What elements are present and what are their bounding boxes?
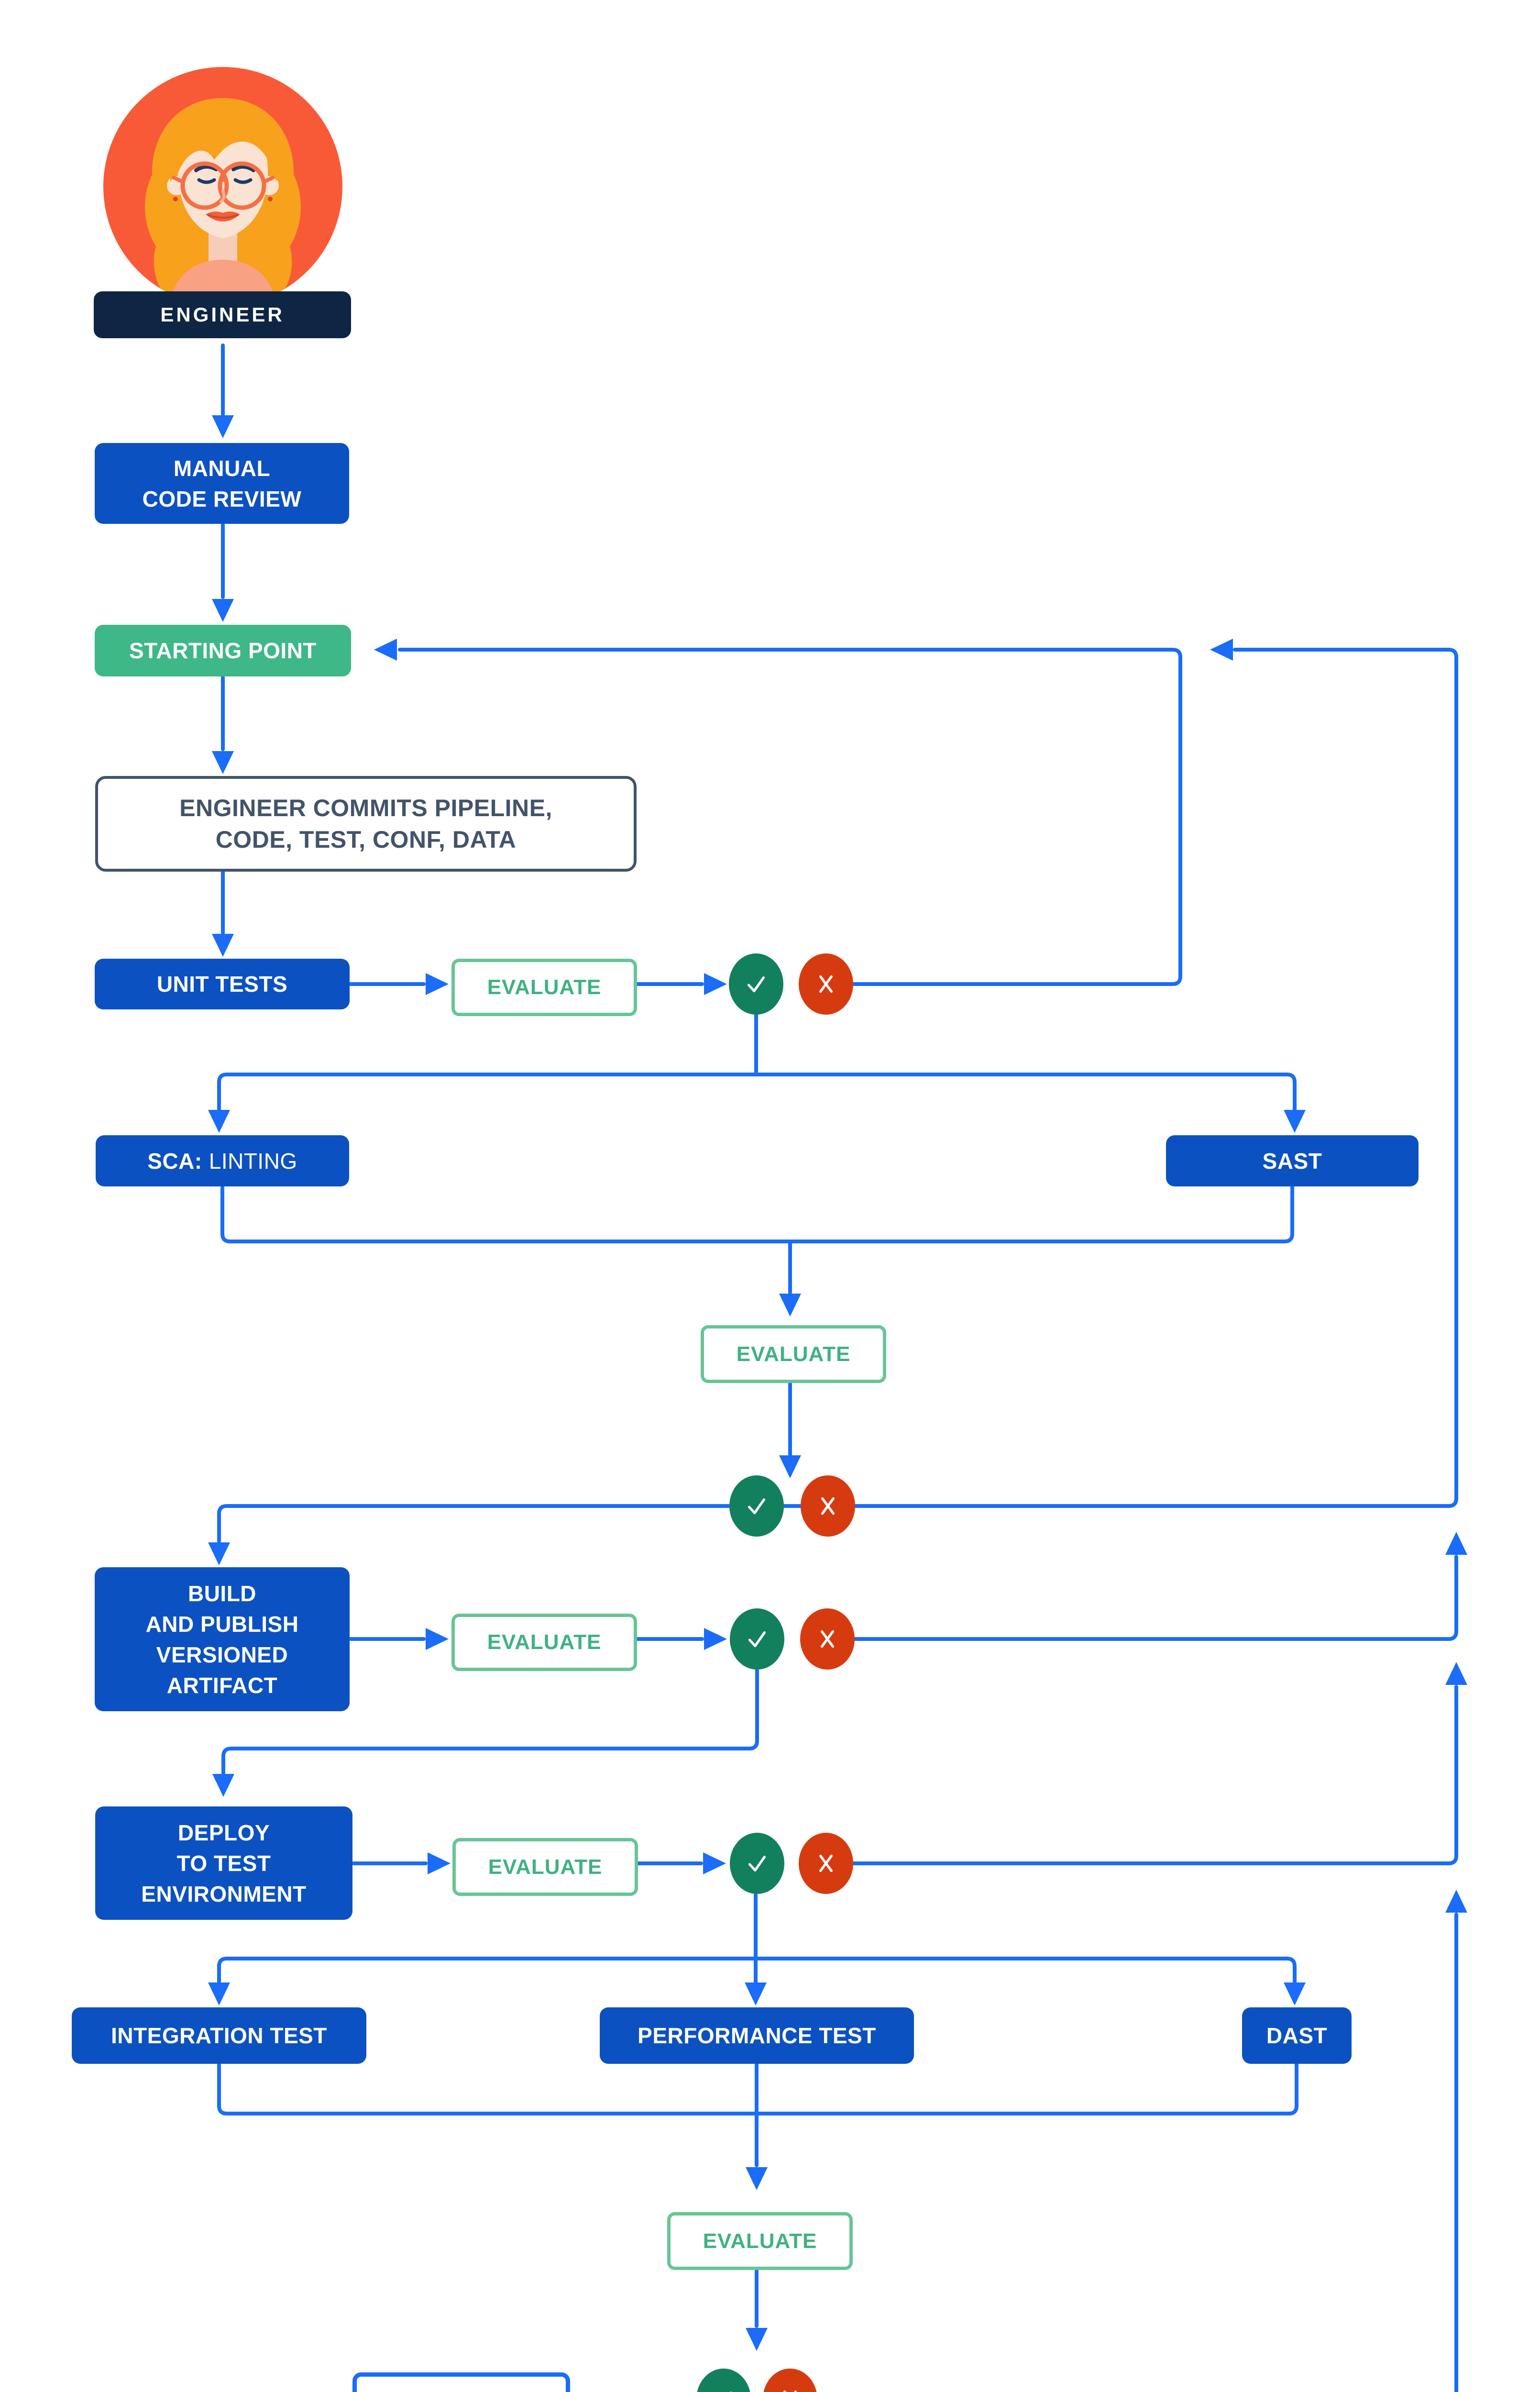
- arrowhead: [745, 1982, 767, 2005]
- check-icon: [748, 1855, 766, 1872]
- fail-indicator-unit: [799, 953, 853, 1015]
- node-performance-test: PERFORMANCE TEST: [600, 2007, 914, 2064]
- x-icon: [819, 975, 833, 993]
- x-icon: [821, 1497, 835, 1515]
- pass-indicator-build: [730, 1608, 784, 1670]
- sca-prefix: SCA:: [147, 1148, 202, 1174]
- wire-final-row-and-fail-up: [1454, 1913, 1458, 2392]
- node-integration-test: INTEGRATION TEST: [72, 2007, 366, 2064]
- arrowhead: [208, 1110, 230, 1133]
- sca-label: LINTING: [209, 1148, 297, 1174]
- node-build-publish-artifact: BUILD AND PUBLISH VERSIONED ARTIFACT: [95, 1567, 350, 1711]
- node-sca-linting: SCA: LINTING: [96, 1135, 349, 1186]
- pass-indicator-sca-sast: [729, 1475, 784, 1537]
- arrowhead: [703, 1852, 726, 1874]
- wire-build-pass-to-deploy: [221, 1669, 759, 1775]
- wire-result2-pass-and-fail-loop: [217, 648, 1458, 1543]
- arrowhead: [746, 2328, 768, 2351]
- arrowhead: [208, 1542, 230, 1565]
- arrowhead: [1284, 1982, 1306, 2005]
- node-evaluate-build: EVALUATE: [451, 1614, 637, 1671]
- node-next-phase: NEXT PHASE: [352, 2372, 570, 2392]
- arrowhead: [1210, 639, 1233, 661]
- wire-build-fail-up: [825, 1555, 1458, 1641]
- wire-unit-fail-loop: [398, 648, 1182, 986]
- arrowhead: [426, 973, 449, 995]
- arrowhead: [212, 934, 234, 957]
- arrowhead: [212, 415, 234, 438]
- arrowhead: [1445, 1532, 1467, 1555]
- wire-deploy-fail-up: [824, 1685, 1458, 1865]
- arrowhead: [212, 1774, 234, 1797]
- arrowhead: [1445, 1662, 1467, 1685]
- engineer-badge: ENGINEER: [94, 291, 351, 338]
- wire-join-sca-sast: [220, 1185, 1294, 1243]
- pass-indicator-deploy: [730, 1833, 784, 1894]
- arrowhead: [779, 1294, 801, 1317]
- arrowhead: [704, 973, 727, 995]
- node-engineer-commits: ENGINEER COMMITS PIPELINE, CODE, TEST, C…: [95, 776, 637, 872]
- fail-indicator-deploy: [799, 1833, 853, 1894]
- node-evaluate-final: EVALUATE: [667, 2212, 853, 2270]
- check-icon: [747, 976, 765, 993]
- fail-indicator-sca-sast: [801, 1475, 855, 1537]
- node-sast: SAST: [1166, 1135, 1419, 1186]
- node-manual-code-review: MANUAL CODE REVIEW: [95, 443, 349, 524]
- arrowhead: [212, 751, 234, 774]
- fail-indicator-build: [800, 1608, 855, 1670]
- node-dast: DAST: [1242, 2007, 1352, 2064]
- arrowhead: [208, 1982, 230, 2005]
- x-icon: [783, 2390, 797, 2392]
- arrowhead: [779, 1455, 801, 1478]
- arrowhead: [1284, 1110, 1306, 1133]
- arrowhead: [1445, 1890, 1467, 1913]
- x-icon: [821, 1630, 834, 1648]
- check-icon: [730, 2391, 732, 2392]
- arrowheads: [208, 415, 1467, 2351]
- node-deploy-test-env: DEPLOY TO TEST ENVIRONMENT: [95, 1806, 352, 1920]
- engineer-avatar: [103, 67, 342, 306]
- arrowhead: [746, 2167, 768, 2190]
- arrowhead: [212, 599, 234, 622]
- pass-indicator-unit: [729, 953, 783, 1015]
- node-evaluate-deploy: EVALUATE: [452, 1838, 638, 1896]
- node-evaluate-sca-sast: EVALUATE: [701, 1325, 886, 1383]
- check-icon: [748, 1631, 766, 1648]
- avatar-illustration: [145, 98, 301, 306]
- arrowhead: [428, 1852, 451, 1874]
- arrowhead: [426, 1628, 449, 1650]
- check-icon: [748, 1498, 766, 1515]
- node-unit-tests: UNIT TESTS: [95, 959, 350, 1009]
- node-evaluate-unit: EVALUATE: [451, 959, 637, 1016]
- wire-split-sca-sast: [217, 1073, 1297, 1112]
- wire-split-tests: [217, 1957, 1297, 1986]
- node-starting-point: STARTING POINT: [95, 625, 351, 676]
- arrowhead: [704, 1628, 727, 1650]
- x-icon: [819, 1854, 833, 1872]
- arrowhead: [374, 639, 397, 661]
